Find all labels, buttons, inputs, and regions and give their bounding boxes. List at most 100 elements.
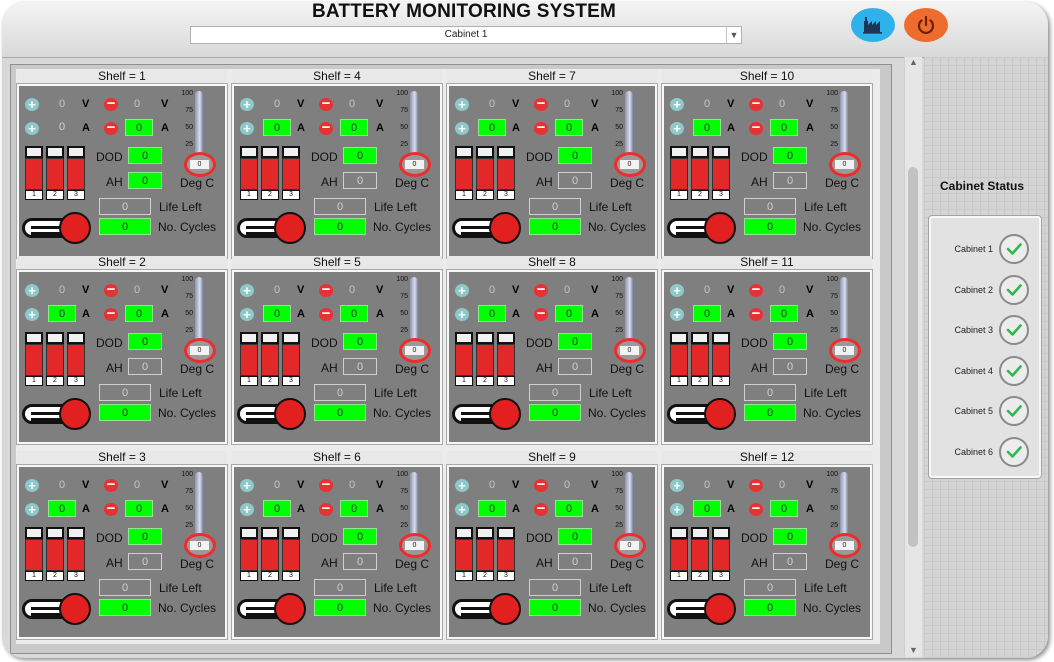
battery-cell: 3 (282, 146, 300, 200)
temperature-value: 0 (620, 346, 639, 355)
scale-tick: 25 (185, 141, 193, 148)
life-left-value: 0 (99, 579, 151, 596)
scroll-thumb[interactable] (908, 167, 918, 547)
toggle-knob[interactable] (489, 398, 521, 430)
cell-number: 1 (455, 190, 473, 200)
deg-c-label: Deg C (395, 362, 430, 376)
cell-number: 1 (670, 190, 688, 200)
minus-icon: − (104, 501, 118, 516)
toggle-line (676, 613, 706, 616)
minus-voltage: 0 (563, 479, 571, 491)
chevron-down-icon[interactable]: ▼ (726, 27, 741, 43)
cell-number: 2 (261, 571, 279, 581)
shelf-panel: + 0 V − 0 V + 0 A − 0 A 100 75 50 25 0 D… (662, 84, 872, 258)
ah-value: 0 (128, 358, 162, 375)
toggle-knob[interactable] (489, 593, 521, 625)
scale-tick: 100 (181, 276, 193, 283)
ah-value: 0 (773, 358, 807, 375)
volt-unit: V (591, 479, 599, 491)
toggle-knob[interactable] (274, 593, 306, 625)
cycles-label: No. Cycles (588, 406, 647, 420)
toggle-knob[interactable] (59, 212, 91, 244)
scroll-up-icon[interactable]: ▲ (909, 57, 918, 67)
scale-tick: 25 (400, 522, 408, 529)
volt-unit: V (806, 98, 814, 110)
battery-cell: 2 (46, 146, 64, 200)
ah-value: 0 (343, 553, 377, 570)
scale-tick: 25 (400, 327, 408, 334)
toggle-knob[interactable] (274, 212, 306, 244)
toggle-line (676, 607, 706, 610)
plus-icon: + (240, 122, 254, 135)
minus-icon: − (104, 306, 118, 321)
life-left-label: Life Left (159, 581, 202, 595)
scale-tick: 25 (615, 141, 623, 148)
battery-cell: 2 (476, 146, 494, 200)
toggle-knob[interactable] (59, 593, 91, 625)
battery-cell: 1 (455, 146, 473, 200)
thermometer-tube (840, 472, 848, 538)
thermometer-tube (195, 472, 203, 538)
cell-number: 3 (282, 571, 300, 581)
shelf-panel: + 0 V − 0 V + 0 A − 0 A 100 75 50 25 0 D… (232, 84, 442, 258)
ah-label: AH (751, 361, 768, 375)
ah-value: 0 (558, 172, 592, 189)
ah-value: 0 (773, 553, 807, 570)
cabinet-status-row: Cabinet 4 (929, 354, 1041, 390)
scale-tick: 100 (826, 276, 838, 283)
battery-cell: 1 (240, 527, 258, 581)
toggle-knob[interactable] (704, 212, 736, 244)
cabinet-status-row: Cabinet 2 (929, 273, 1041, 309)
power-button[interactable] (904, 8, 948, 42)
life-left-value: 0 (529, 579, 581, 596)
amp-unit: A (806, 308, 814, 320)
amp-unit: A (512, 308, 520, 320)
chart-button[interactable] (851, 8, 895, 42)
minus-icon: − (749, 477, 763, 492)
cycles-value: 0 (99, 404, 151, 421)
scale-tick: 25 (830, 141, 838, 148)
plus-icon: + (25, 98, 39, 111)
minus-icon: − (104, 282, 118, 297)
plus-voltage: 0 (58, 479, 66, 491)
check-icon (999, 355, 1029, 386)
dod-value: 0 (773, 333, 807, 350)
volt-unit: V (727, 479, 735, 491)
plus-voltage: 0 (488, 284, 496, 296)
cabinet-select[interactable]: Cabinet 1 ▼ (190, 26, 742, 44)
amp-unit: A (806, 503, 814, 515)
minus-icon: − (534, 96, 548, 111)
amp-unit: A (591, 122, 599, 134)
dod-label: DOD (741, 150, 768, 164)
toggle-knob[interactable] (274, 398, 306, 430)
battery-cell: 2 (261, 146, 279, 200)
toggle-knob[interactable] (489, 212, 521, 244)
thermometer-tube (625, 277, 633, 343)
toggle-knob[interactable] (59, 398, 91, 430)
dod-value: 0 (343, 147, 377, 164)
amp-unit: A (591, 308, 599, 320)
scale-tick: 50 (830, 124, 838, 131)
amp-unit: A (161, 122, 169, 134)
toggle-knob[interactable] (704, 398, 736, 430)
ah-value: 0 (558, 553, 592, 570)
volt-unit: V (727, 98, 735, 110)
minus-voltage: 0 (133, 98, 141, 110)
life-left-value: 0 (529, 384, 581, 401)
vertical-scrollbar[interactable]: ▲ ▼ (904, 57, 922, 657)
toggle-knob[interactable] (704, 593, 736, 625)
cell-number: 2 (476, 190, 494, 200)
cycles-label: No. Cycles (373, 601, 432, 615)
cell-number: 3 (67, 190, 85, 200)
amp-unit: A (512, 122, 520, 134)
minus-current: 0 (340, 305, 368, 322)
plus-icon: + (670, 308, 684, 321)
minus-icon: − (749, 501, 763, 516)
shelf-panel: + 0 V − 0 V + 0 A − 0 A 100 75 50 25 0 D… (447, 84, 657, 258)
plus-voltage: 0 (273, 98, 281, 110)
cell-number: 3 (497, 571, 515, 581)
cabinet-status-title: Cabinet Status (939, 179, 1024, 193)
dod-label: DOD (526, 531, 553, 545)
life-left-label: Life Left (159, 386, 202, 400)
scroll-down-icon[interactable]: ▼ (909, 645, 918, 655)
